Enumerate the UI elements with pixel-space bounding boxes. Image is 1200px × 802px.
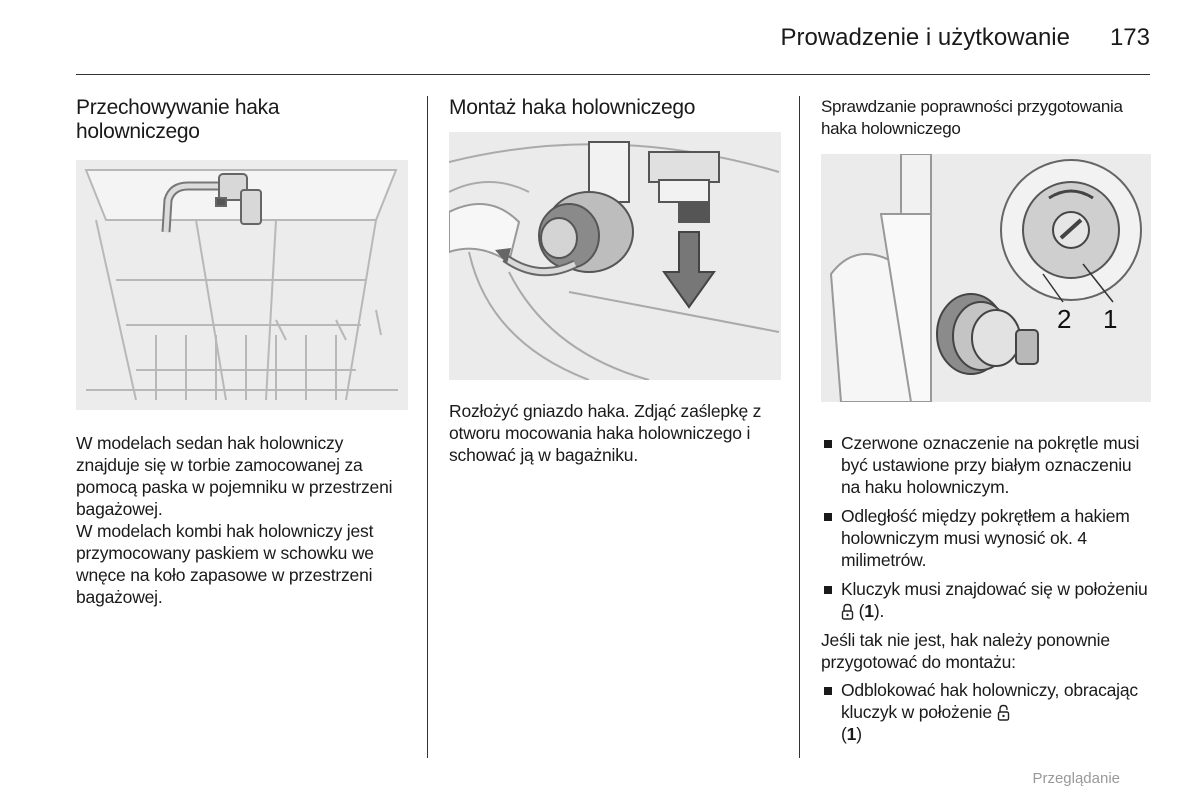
paragraph: Rozłożyć gniazdo haka. Zdjąć zaślepkę z … bbox=[449, 401, 762, 465]
reference-number: 1 bbox=[864, 601, 874, 621]
section-check: Sprawdzanie poprawności przygotowania ha… bbox=[821, 96, 1151, 752]
locked-padlock-icon bbox=[841, 603, 854, 620]
footer-label: Przeglądanie bbox=[1032, 770, 1120, 787]
column-divider bbox=[799, 96, 800, 758]
section-heading: Przechowywanie haka holowniczego bbox=[76, 96, 280, 143]
page-title: Prowadzenie i użytkowanie bbox=[780, 24, 1071, 51]
bullet-square bbox=[824, 586, 832, 594]
section-heading: Sprawdzanie poprawności przygotowania ha… bbox=[821, 97, 1123, 138]
section-body: W modelach sedan hak holowniczy znajduje… bbox=[76, 432, 408, 608]
unlocked-padlock-icon bbox=[997, 704, 1009, 721]
list-item: Odległość między pokrętłem a hakiem holo… bbox=[821, 505, 1151, 571]
figure-label: 1 bbox=[1103, 304, 1117, 334]
tow-hook-detail-illustration: 2 1 bbox=[821, 154, 1151, 402]
header-rule bbox=[76, 74, 1150, 75]
tow-socket-illustration bbox=[449, 132, 781, 380]
paragraph: W modelach sedan hak holowniczy znajduje… bbox=[76, 433, 393, 519]
column-divider bbox=[427, 96, 428, 758]
list-item: Odblokować hak holowniczy, obracając klu… bbox=[821, 679, 1151, 745]
bullet-square bbox=[824, 687, 832, 695]
section-storage: Przechowywanie haka holowniczego W model… bbox=[76, 96, 408, 608]
bullet-square bbox=[824, 513, 832, 521]
action-list: Odblokować hak holowniczy, obracając klu… bbox=[821, 679, 1151, 745]
note-text: Jeśli tak nie jest, hak należy ponownie … bbox=[821, 630, 1110, 672]
reference-number: 1 bbox=[846, 724, 857, 744]
trunk-storage-illustration bbox=[76, 160, 408, 410]
bullet-square bbox=[824, 440, 832, 448]
list-item: Czerwone oznaczenie na pokrętle musi być… bbox=[821, 432, 1151, 498]
section-heading: Montaż haka holowniczego bbox=[449, 96, 696, 119]
list-item: Kluczyk musi znajdować się w położeniu (… bbox=[821, 578, 1151, 622]
page-number: 173 bbox=[1109, 24, 1150, 51]
check-list: Czerwone oznaczenie na pokrętle musi być… bbox=[821, 432, 1151, 622]
section-mounting: Montaż haka holowniczego Rozłożyć gniazd… bbox=[449, 96, 781, 466]
paragraph: W modelach kombi hak holowniczy jest prz… bbox=[76, 521, 374, 607]
figure-label: 2 bbox=[1057, 304, 1071, 334]
section-body: Rozłożyć gniazdo haka. Zdjąć zaślepkę z … bbox=[449, 400, 781, 466]
